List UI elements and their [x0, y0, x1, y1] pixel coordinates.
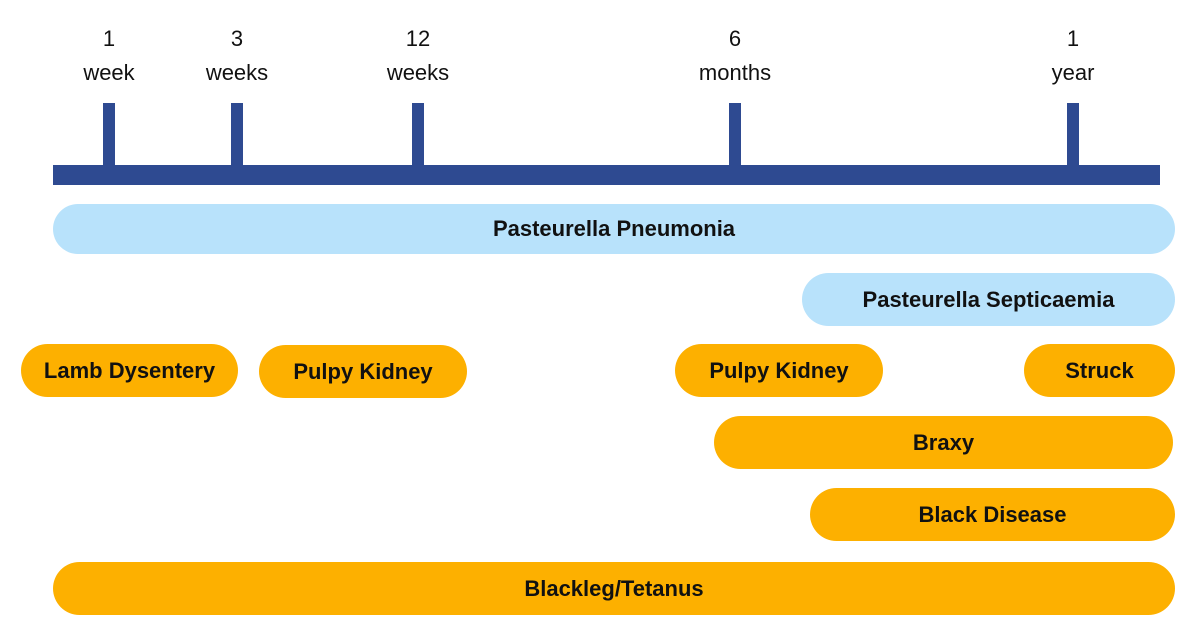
tick-mark-6-months	[729, 103, 741, 166]
tick-mark-12-weeks	[412, 103, 424, 166]
bar-pulpy-kidney-early: Pulpy Kidney	[259, 345, 467, 398]
bar-blackleg-tetanus: Blackleg/Tetanus	[53, 562, 1175, 615]
bar-black-disease: Black Disease	[810, 488, 1175, 541]
bar-braxy: Braxy	[714, 416, 1173, 469]
bar-pulpy-kidney-late: Pulpy Kidney	[675, 344, 883, 397]
bar-label: Lamb Dysentery	[43, 357, 216, 383]
tick-label-1-year: 1 year	[1051, 26, 1095, 85]
bar-label: Braxy	[912, 429, 975, 455]
bar-label: Pulpy Kidney	[293, 358, 433, 384]
tick-mark-3-weeks	[231, 103, 243, 166]
timeline-axis	[53, 165, 1160, 185]
tick-label-1-week: 1 week	[83, 26, 135, 85]
tick-label-3-weeks: 3 weeks	[205, 26, 269, 85]
bar-label: Pulpy Kidney	[709, 357, 849, 383]
bar-struck: Struck	[1024, 344, 1175, 397]
bar-pasteurella-septicaemia: Pasteurella Septicaemia	[802, 273, 1175, 326]
bar-label: Black Disease	[918, 501, 1067, 527]
bar-label: Struck	[1065, 357, 1134, 383]
bar-lamb-dysentery: Lamb Dysentery	[21, 344, 238, 397]
bar-label: Pasteurella Septicaemia	[862, 286, 1115, 312]
tick-mark-1-week	[103, 103, 115, 166]
bar-label: Pasteurella Pneumonia	[492, 216, 736, 241]
tick-label-12-weeks: 12 weeks	[386, 26, 450, 85]
tick-label-6-months: 6 months	[698, 26, 772, 85]
bar-pasteurella-pneumonia: Pasteurella Pneumonia	[53, 204, 1175, 254]
tick-mark-1-year	[1067, 103, 1079, 166]
bar-label: Blackleg/Tetanus	[524, 575, 704, 601]
